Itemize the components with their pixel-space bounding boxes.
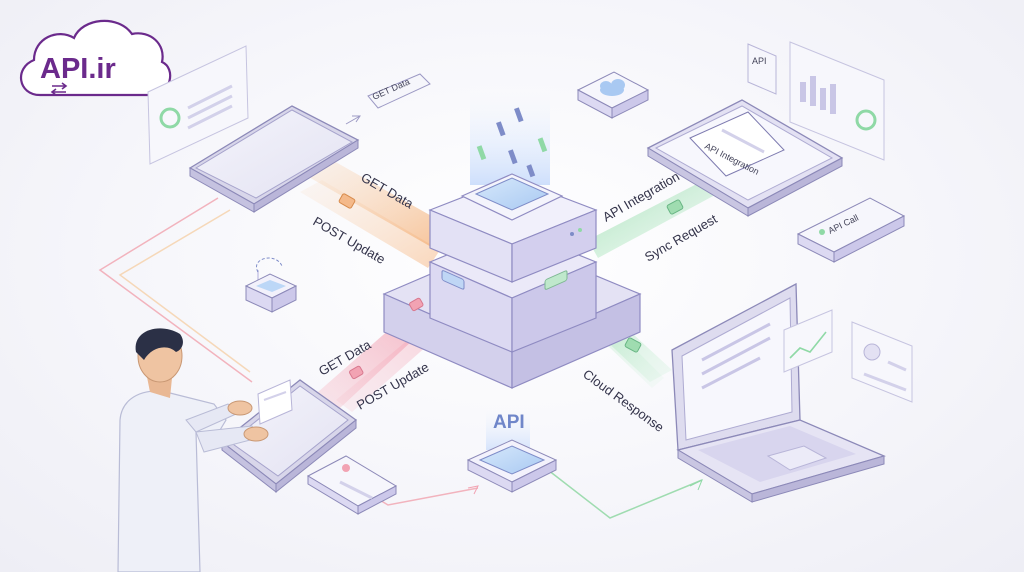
api-hub[interactable]: API <box>466 410 703 495</box>
cloud-card <box>576 71 650 119</box>
phone-bottom-left[interactable] <box>220 379 358 494</box>
sync-arrows-icon <box>50 82 68 96</box>
sensor-cube <box>244 257 298 313</box>
profile-card-small <box>306 455 398 515</box>
line-chart-panel <box>783 309 833 373</box>
api-call-card: API Call <box>796 197 906 263</box>
profile-panel <box>851 321 913 403</box>
upload-beam <box>470 92 550 185</box>
data-packets <box>338 193 684 380</box>
bar-chart-panel <box>789 41 885 161</box>
tablet-top-right[interactable]: API Integration <box>646 99 844 217</box>
cloud-icon <box>600 79 625 96</box>
person-user <box>117 328 269 572</box>
central-server[interactable] <box>382 173 642 389</box>
api-hub-label: API <box>493 412 525 433</box>
get-data-tag: GET Data <box>345 73 431 125</box>
api-doc-card: API <box>747 43 777 95</box>
phone-top-left[interactable] <box>188 105 360 213</box>
dashboard-panel-left <box>147 45 249 165</box>
api-card-label: API <box>752 56 767 66</box>
api-ir-logo[interactable]: API.ir <box>19 19 172 97</box>
logo-text: API.ir <box>40 53 116 85</box>
laptop-bottom-right[interactable] <box>671 282 886 503</box>
